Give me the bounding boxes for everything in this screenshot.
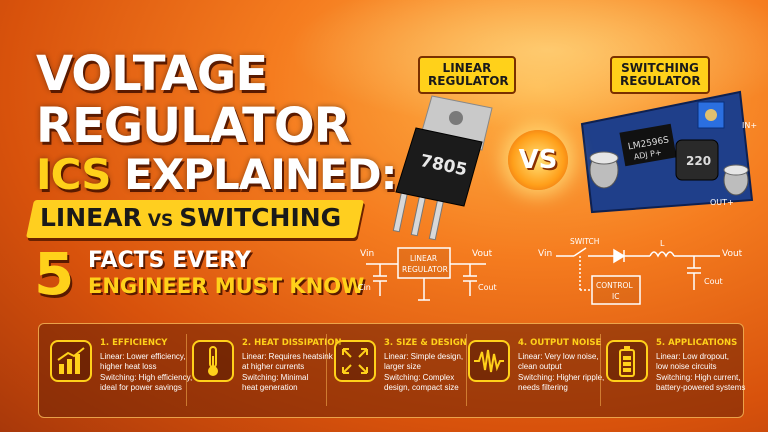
fact-line: design, compact size	[384, 383, 459, 392]
resize-arrows-icon	[334, 340, 376, 382]
linear-vout-label: Vout	[472, 249, 493, 259]
switching-regulator-tag: SWITCHING REGULATOR	[610, 56, 710, 94]
fact-card-heat: 2. HEAT DISSIPATION Linear: Requires hea…	[188, 330, 342, 412]
fact-card-size: 3. SIZE & DESIGN Linear: Simple design, …	[330, 330, 468, 412]
headline-ics: ICS	[36, 150, 111, 199]
fact-card-efficiency: 1. EFFICIENCY Linear: Lower efficiency, …	[46, 330, 192, 412]
switching-schematic	[556, 247, 720, 305]
module-pin-in: IN+	[742, 121, 757, 130]
switching-cout-label: Cout	[704, 277, 723, 286]
linear-regulator-tag: LINEAR REGULATOR	[418, 56, 516, 94]
facts-line2: ENGINEER MUST KNOW	[88, 274, 365, 298]
fact-line: Linear: Requires heatsink	[242, 352, 333, 361]
headline-explained: EXPLAINED:	[124, 150, 397, 199]
linear-schematic	[366, 247, 486, 301]
linear-tag-line1: LINEAR	[442, 61, 492, 75]
fact-card-applications: 5. APPLICATIONS Linear: Low dropout, low…	[602, 330, 745, 412]
switching-inductor-label: L	[660, 239, 665, 248]
fact-line: needs filtering	[518, 383, 568, 392]
headline-line2: REGULATOR	[36, 98, 351, 154]
fact-line: Switching: High current,	[656, 373, 741, 382]
linear-cout-label: Cout	[478, 283, 497, 292]
fact-line: Linear: Very low noise,	[518, 352, 599, 361]
banner-vs: VS	[147, 211, 174, 231]
card-divider	[600, 334, 601, 406]
switching-vin-label: Vin	[538, 249, 552, 259]
thermometer-icon	[192, 340, 234, 382]
battery-icon	[606, 340, 648, 382]
inductor-label: 220	[686, 154, 711, 168]
banner-linear: LINEAR	[40, 203, 142, 232]
switching-block-line2: IC	[612, 292, 619, 301]
switching-vout-label: Vout	[722, 249, 743, 259]
bar-chart-icon	[50, 340, 92, 382]
fact-line: clean output	[518, 362, 562, 371]
fact-title: 4. OUTPUT NOISE	[518, 338, 602, 348]
fact-line: Switching: High efficiency,	[100, 373, 193, 382]
linear-vin-label: Vin	[360, 249, 374, 259]
fact-line: Linear: Simple design,	[384, 352, 464, 361]
linear-cin-label: Cin	[358, 283, 371, 292]
switching-tag-line2: REGULATOR	[620, 74, 701, 88]
fact-line: at higher currents	[242, 362, 305, 371]
switching-tag-line1: SWITCHING	[621, 61, 699, 75]
waveform-icon	[468, 340, 510, 382]
fact-title: 1. EFFICIENCY	[100, 338, 168, 348]
fact-line: Linear: Lower efficiency,	[100, 352, 186, 361]
switching-switch-label: SWITCH	[570, 237, 599, 246]
vs-badge: VS	[508, 130, 568, 190]
fact-line: larger size	[384, 362, 421, 371]
facts-number: 5	[34, 240, 75, 308]
switching-block-line1: CONTROL	[596, 281, 633, 290]
fact-card-noise: 4. OUTPUT NOISE Linear: Very low noise, …	[464, 330, 605, 412]
fact-line: Switching: Complex	[384, 373, 455, 382]
fact-title: 2. HEAT DISSIPATION	[242, 338, 342, 348]
headline-line1: VOLTAGE	[36, 46, 268, 102]
headline-line3: ICS EXPLAINED:	[36, 150, 397, 199]
fact-line: low noise circuits	[656, 362, 717, 371]
card-divider	[466, 334, 467, 406]
linear-block-line1: LINEAR	[410, 254, 437, 263]
fact-line: Linear: Low dropout,	[656, 352, 729, 361]
linear-block-line2: REGULATOR	[402, 265, 448, 274]
card-divider	[326, 334, 327, 406]
fact-title: 5. APPLICATIONS	[656, 338, 738, 348]
banner-switching: SWITCHING	[179, 203, 342, 232]
fact-line: Switching: Higher ripple,	[518, 373, 605, 382]
fact-title: 3. SIZE & DESIGN	[384, 338, 467, 348]
fact-line: battery-powered systems	[656, 383, 746, 392]
fact-line: higher heat loss	[100, 362, 157, 371]
module-pin-out: OUT+	[710, 198, 734, 207]
fact-line: heat generation	[242, 383, 298, 392]
fact-line: ideal for power savings	[100, 383, 182, 392]
facts-line1: FACTS EVERY	[88, 248, 251, 273]
buck-module-icon: LM2596S ADJ P+ 220 IN+ OUT+	[580, 90, 757, 214]
to220-chip-icon: 7805	[392, 95, 493, 241]
linear-tag-line2: REGULATOR	[428, 74, 509, 88]
card-divider	[186, 334, 187, 406]
fact-line: Switching: Minimal	[242, 373, 309, 382]
